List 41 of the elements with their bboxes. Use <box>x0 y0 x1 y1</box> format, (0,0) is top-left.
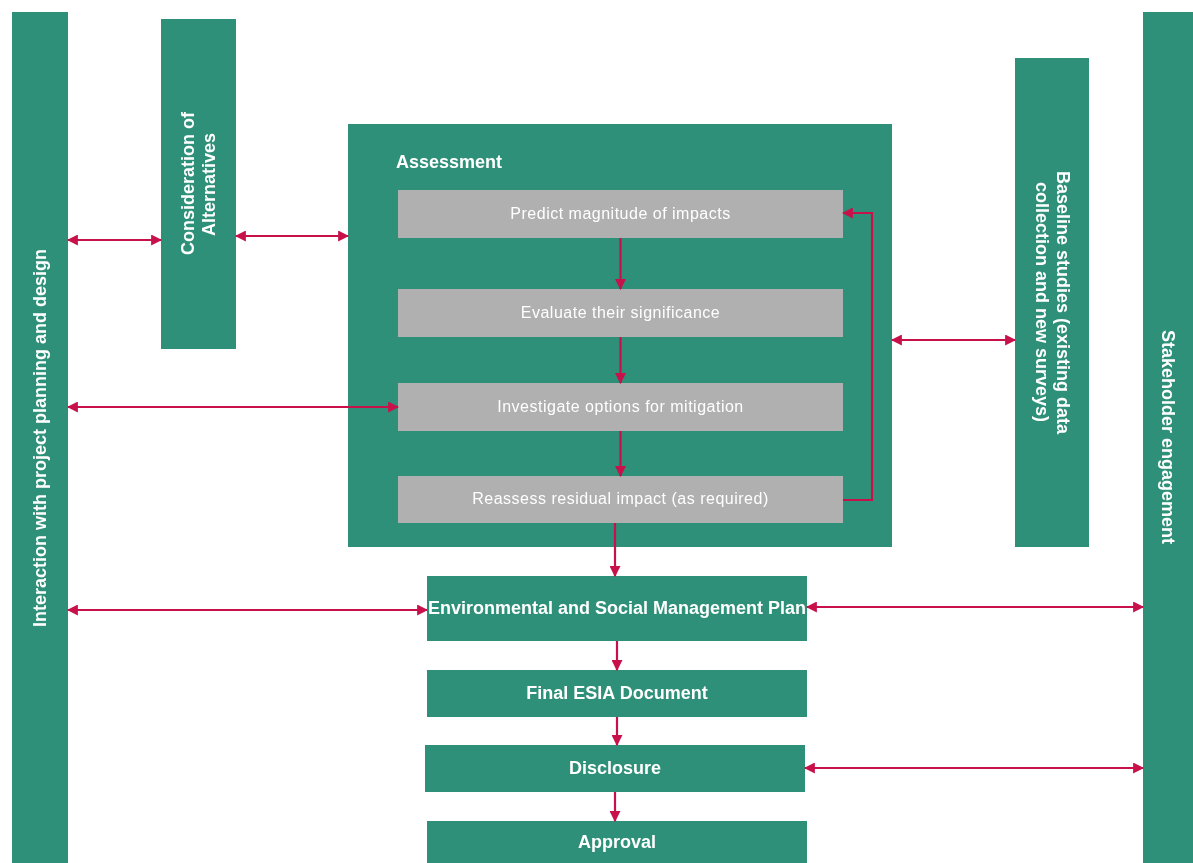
step-box <box>398 383 843 431</box>
box-label: Environmental and Social Management Plan <box>427 598 807 619</box>
arrow <box>66 234 163 246</box>
box-label: Baseline studies (existing data collection and new surveys) <box>1031 169 1073 437</box>
side-bar <box>1143 12 1193 863</box>
step-box <box>398 476 843 523</box>
group-panel <box>348 124 892 547</box>
arrow <box>841 207 874 502</box>
arrow <box>611 717 623 747</box>
process-box <box>1015 58 1089 547</box>
arrow <box>66 604 429 616</box>
process-box <box>161 19 236 349</box>
process-box <box>427 821 807 863</box>
box-label: Consideration of Alternatives <box>177 111 220 258</box>
box-label: Investigate options for mitigation <box>497 397 744 417</box>
arrow <box>615 238 626 291</box>
box-label: Interaction with project planning and design <box>29 247 51 629</box>
arrow <box>890 334 1017 346</box>
box-label: Approval <box>578 831 656 853</box>
arrow <box>234 230 350 242</box>
process-box <box>425 745 805 792</box>
box-label: Evaluate their significance <box>520 303 721 323</box>
arrow <box>611 641 623 672</box>
process-box <box>427 576 807 641</box>
arrow <box>805 601 1145 613</box>
arrow <box>615 431 626 478</box>
box-label: Disclosure <box>568 758 661 779</box>
box-label: Reassess residual impact (as required) <box>472 490 769 509</box>
box-label: Predict magnitude of impacts <box>510 204 731 224</box>
step-box <box>398 190 843 238</box>
group-heading: Assessment <box>396 152 503 173</box>
arrow <box>803 762 1145 774</box>
arrow <box>609 792 621 823</box>
arrow <box>615 337 626 385</box>
side-bar <box>12 12 68 863</box>
box-label: Final ESIA Document <box>526 683 708 704</box>
process-box <box>427 670 807 717</box>
arrow <box>609 523 621 578</box>
box-label: Stakeholder engagement <box>1157 329 1179 547</box>
arrow <box>66 401 400 413</box>
step-box <box>398 289 843 337</box>
